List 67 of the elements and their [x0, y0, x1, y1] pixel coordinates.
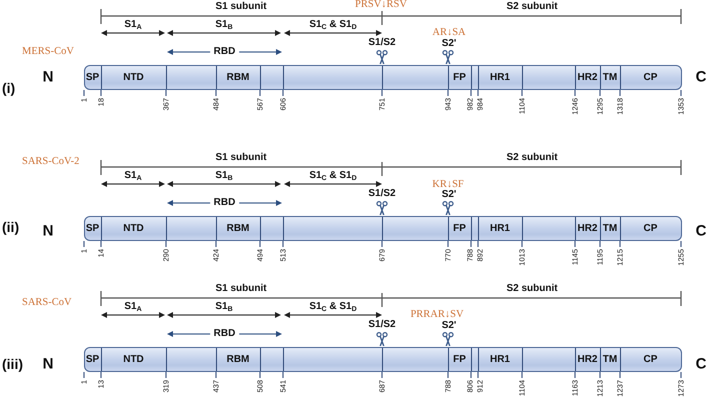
subunit-label: S1 subunit [215, 153, 267, 163]
domain-label: CP [644, 354, 658, 364]
region-label: S1$_{B}$ [215, 302, 233, 312]
cleavage-site-label: S1/S2 [368, 320, 396, 330]
subunit-label: S2 subunit [506, 2, 558, 12]
region-label: RBD [210, 329, 240, 339]
subunit-label: S2 subunit [506, 153, 558, 163]
region-label: S1$_{C}$ & S1$_{D}$ [309, 302, 357, 312]
cleavage-site-label: S1/S2 [368, 189, 396, 199]
terminus-label: C [696, 70, 706, 84]
region-label: S1$_{B}$ [215, 171, 233, 181]
domain-label: FP [453, 354, 466, 364]
domain-label: NTD [123, 354, 144, 364]
region-label: S1$_{C}$ & S1$_{D}$ [309, 20, 357, 30]
domain-label: TM [602, 72, 618, 82]
domain-label: HR2 [578, 224, 598, 234]
domain-label: SP [86, 72, 100, 82]
domain-label: TM [602, 224, 618, 234]
region-label: S1$_{B}$ [215, 20, 233, 30]
domain-label: RBM [226, 72, 250, 82]
subunit-label: S1 subunit [215, 2, 267, 12]
domain-label: NTD [123, 224, 144, 234]
domain-label: HR1 [490, 224, 510, 234]
domain-label: RBM [226, 354, 250, 364]
cleavage-site-label: S2' [442, 190, 456, 200]
cleavage-sequence: AR↓SA [432, 28, 466, 38]
panel-label: (iii) [2, 357, 23, 371]
terminus-label: N [42, 356, 54, 372]
cleavage-sequence: PRSV↓RSV [355, 0, 407, 10]
region-label: RBD [210, 47, 240, 57]
terminus-label: N [42, 70, 54, 84]
region-label: S1$_{A}$ [124, 20, 142, 30]
domain-label: FP [453, 72, 466, 82]
region-label: RBD [210, 198, 240, 208]
domain-label: HR1 [490, 72, 510, 82]
panel-label: (ii) [2, 220, 20, 234]
virus-name: SARS-CoV-2 [22, 156, 80, 168]
virus-name: MERS-CoV [22, 46, 74, 58]
domain-label: NTD [123, 72, 144, 82]
cleavage-sequence: KR↓SF [432, 180, 464, 190]
domain-label: SP [86, 354, 100, 364]
domain-label: RBM [226, 224, 250, 234]
panel-label: (i) [2, 81, 16, 95]
domain-label: HR2 [578, 354, 598, 364]
domain-label: FP [453, 224, 466, 234]
cleavage-site-label: S2' [442, 321, 456, 331]
domain-label: CP [644, 224, 658, 234]
virus-name: SARS-CoV [22, 298, 72, 308]
domain-label: HR1 [490, 354, 510, 364]
domain-label: HR2 [578, 72, 598, 82]
domain-label: CP [644, 72, 658, 82]
region-label: S1$_{A}$ [124, 171, 142, 181]
region-label: S1$_{A}$ [124, 302, 142, 312]
terminus-label: C [696, 224, 706, 238]
cleavage-site-label: S2' [442, 39, 456, 49]
terminus-label: N [42, 224, 54, 238]
domain-label: SP [86, 224, 100, 234]
protein-bar [84, 65, 682, 90]
subunit-label: S2 subunit [506, 284, 558, 294]
protein-bar [84, 216, 682, 241]
subunit-label: S1 subunit [215, 284, 267, 294]
region-label: S1$_{C}$ & S1$_{D}$ [309, 171, 357, 181]
domain-label: TM [602, 354, 618, 364]
protein-bar [84, 347, 682, 372]
cleavage-site-label: S1/S2 [368, 38, 396, 48]
cleavage-sequence: PRRAR↓SV [410, 310, 464, 320]
terminus-label: C [696, 356, 706, 372]
